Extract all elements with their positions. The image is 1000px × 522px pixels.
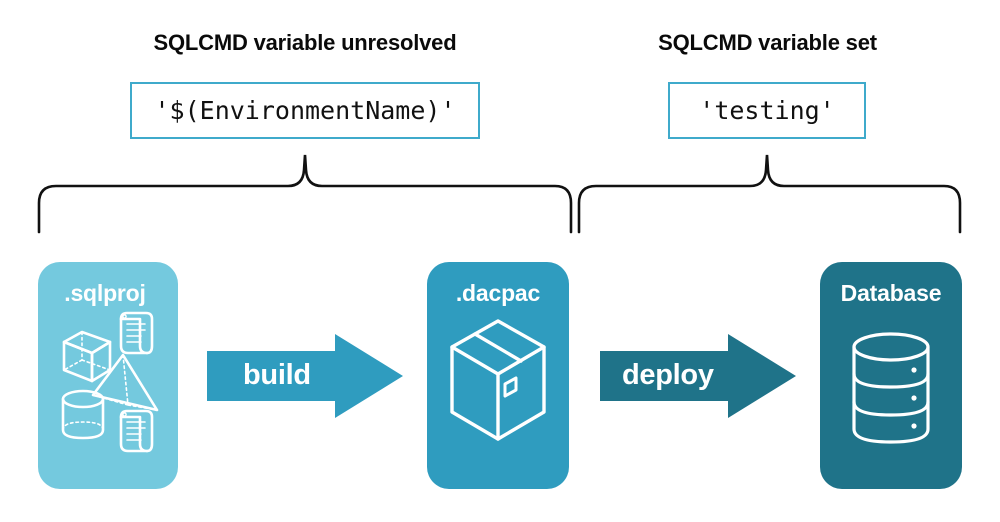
stage-box-database: Database (820, 262, 962, 489)
brace-right-icon (577, 154, 962, 234)
arrow-deploy (600, 334, 796, 418)
scroll-icon (119, 409, 154, 453)
stage-label-sqlproj: .sqlproj (64, 280, 146, 306)
arrow-build (207, 334, 403, 418)
stage-box-sqlproj: .sqlproj (38, 262, 178, 489)
cylinder-icon (61, 389, 105, 440)
sqlproj-artwork (61, 311, 159, 453)
code-box-testing: 'testing' (668, 82, 866, 139)
dacpac-artwork (450, 319, 546, 441)
cube-icon (62, 330, 112, 383)
database-cylinder-icon (852, 332, 930, 444)
arrow-shape (600, 334, 796, 418)
stage-label-database: Database (840, 280, 942, 306)
scroll-icon (119, 311, 154, 355)
stage-box-dacpac: .dacpac (427, 262, 569, 489)
arrow-label-deploy: deploy (622, 359, 714, 391)
heading-sqlcmd-unresolved: SQLCMD variable unresolved (153, 30, 457, 55)
brace-left-icon (37, 154, 573, 234)
pyramid-icon (91, 353, 159, 412)
database-artwork (852, 332, 930, 444)
stage-label-dacpac: .dacpac (455, 280, 541, 306)
arrow-shape (207, 334, 403, 418)
arrow-label-build: build (243, 359, 311, 391)
code-box-environment-name: '$(EnvironmentName)' (130, 82, 480, 139)
heading-sqlcmd-set: SQLCMD variable set (658, 30, 877, 55)
package-box-icon (450, 319, 546, 441)
